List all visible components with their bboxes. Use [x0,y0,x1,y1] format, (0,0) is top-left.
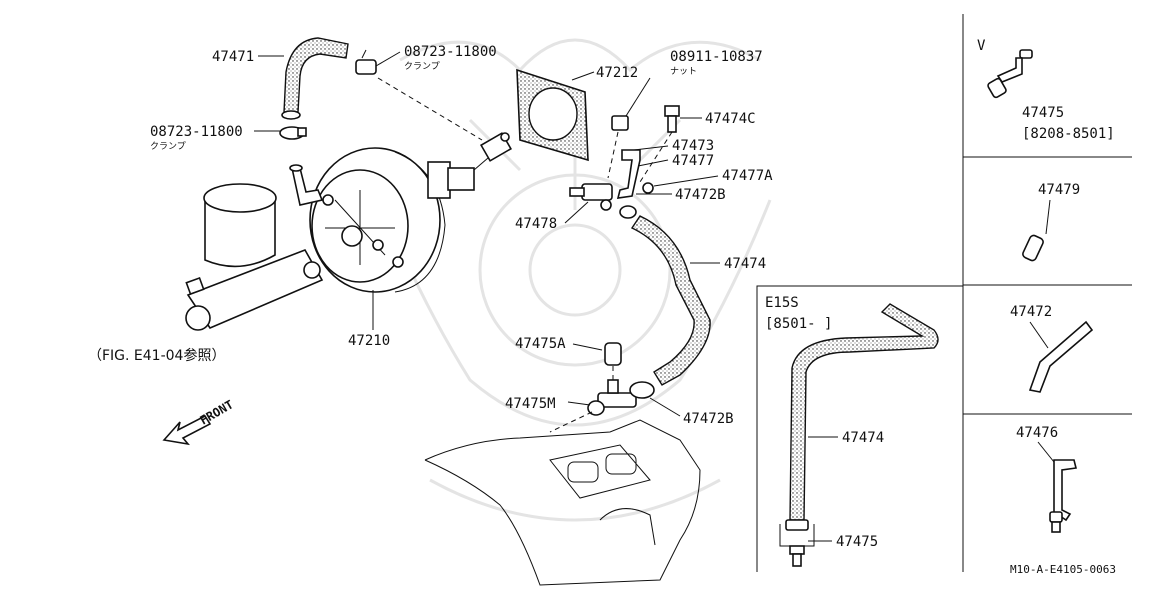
engine-block [424,419,701,586]
bracket-47477 [616,149,641,199]
clamp-left [279,126,307,140]
gasket-47212 [516,68,589,162]
panel2-sleeve-47479 [1022,234,1044,262]
label-47212: 47212 [596,65,638,81]
v-panel-title: V [977,38,986,54]
master-cylinder [185,164,324,331]
v-panel-part: 47475 [1022,105,1064,121]
label-47475M: 47475M [505,396,556,412]
brake-booster-47210 [309,147,475,293]
v-panel-period: [8208-8501] [1022,126,1115,142]
e15s-fitting-label: 47475 [836,534,878,550]
e15s-hose-47474 [789,303,939,521]
panel2-part: 47479 [1038,182,1080,198]
hose-47474-main [630,215,711,386]
label-47471: 47471 [212,49,254,65]
cap-47475A [604,342,622,366]
clamp-47472B-upper [619,205,637,219]
v-panel-fitting [987,49,1033,99]
label-47473: 47473 [672,138,714,154]
guide-line-1 [377,77,483,141]
nut-08911 [607,115,629,179]
panel4-pipe-47476 [1049,459,1077,533]
e15s-fitting-47475 [779,519,815,567]
label-47478: 47478 [515,216,557,232]
label-47475A: 47475A [515,336,566,352]
label-47472B-upper: 47472B [675,187,726,203]
push-rod-clevis [473,132,512,171]
guide-line-2 [549,411,593,433]
panel4-part: 47476 [1016,425,1058,441]
front-label: FRONT [198,397,236,427]
panel3-part: 47472 [1010,304,1052,320]
label-08723-top-jp: クランプ [404,61,440,72]
e15s-box [756,285,963,572]
label-47472B-lower: 47472B [683,411,734,427]
screw-47477A [642,182,654,194]
label-47210: 47210 [348,333,390,349]
label-08723-left-jp: クランプ [150,141,186,152]
e15s-title: E15S [765,295,799,311]
label-47477A: 47477A [722,168,773,184]
label-47474-main: 47474 [724,256,766,272]
panel3-hose-47472 [1028,320,1094,393]
front-arrow-icon [162,414,212,446]
watermark-crest [378,38,772,522]
label-08723-left: 08723-11800 [150,124,243,140]
footer-code: M10-A-E4105-0063 [1010,563,1116,576]
clamp-top [355,49,377,75]
e15s-hose-label: 47474 [842,430,884,446]
label-08911-jp: ナット [670,66,697,77]
check-valve-47478 [569,183,613,211]
bolt-47474C [639,105,680,183]
label-47477: 47477 [672,153,714,169]
fitting-47475M [587,379,655,416]
figure-reference: （FIG. E41-04参照） [88,347,225,364]
label-08911: 08911-10837 [670,49,763,65]
label-47474C: 47474C [705,111,756,127]
label-08723-top: 08723-11800 [404,44,497,60]
leader-lines [254,51,838,542]
hose-47471 [283,37,349,113]
e15s-period: [8501- ] [765,316,832,332]
